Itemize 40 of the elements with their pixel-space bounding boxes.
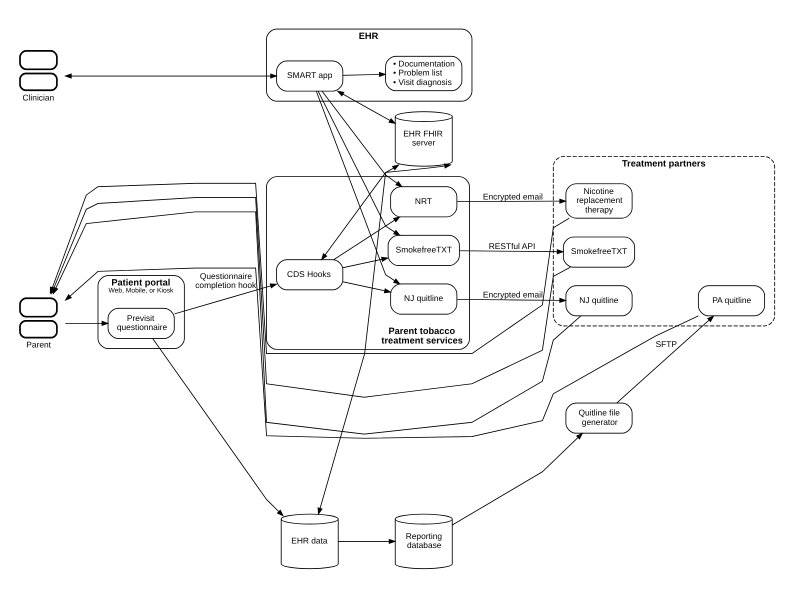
arrow (318, 163, 452, 516)
arrow (338, 538, 396, 544)
node-box: Nicotine replacement therapy (565, 183, 633, 219)
arrow (452, 432, 584, 526)
node-label: Clinician (22, 92, 54, 102)
edge-label: Questionnaire completion hook (195, 270, 256, 290)
arrow (342, 72, 387, 78)
node-box: NRT (390, 186, 458, 218)
node-box: SmokefreeTXT (562, 236, 636, 268)
arrow (322, 90, 403, 188)
edge-label: Encrypted email (482, 289, 543, 300)
node-box: CDS Hooks (276, 259, 344, 290)
node-box: • Documentation • Problem list • Visit diagnosis (385, 56, 462, 92)
arrow (174, 283, 278, 314)
node-box: SmokefreeTXT (388, 234, 460, 266)
edge-label: Encrypted email (482, 191, 543, 202)
arrow (64, 268, 699, 439)
arrow (152, 338, 284, 517)
arrow (64, 73, 278, 79)
arrow (456, 198, 567, 204)
arrow (64, 320, 110, 326)
node-label: Parent (26, 340, 51, 350)
node-box: NJ quitline (390, 284, 458, 315)
edge-label: SFTP (656, 338, 678, 349)
edge-label: RESTful API (488, 240, 536, 251)
node-box: Previsit questionnaire (108, 308, 175, 339)
arrow (342, 281, 392, 294)
arrow (333, 216, 401, 260)
arrow (342, 256, 389, 268)
arrow (318, 90, 401, 236)
node-box: Quitline file generator (565, 402, 633, 434)
node-box: PA quitline (698, 285, 766, 316)
arrow (616, 315, 714, 404)
arrow (320, 164, 400, 261)
arrow (456, 298, 567, 304)
node-box: SMART app (276, 60, 344, 92)
arrow (459, 249, 564, 254)
arrow (336, 90, 396, 124)
node-box: NJ quitline (565, 285, 633, 316)
arrow (316, 90, 401, 285)
